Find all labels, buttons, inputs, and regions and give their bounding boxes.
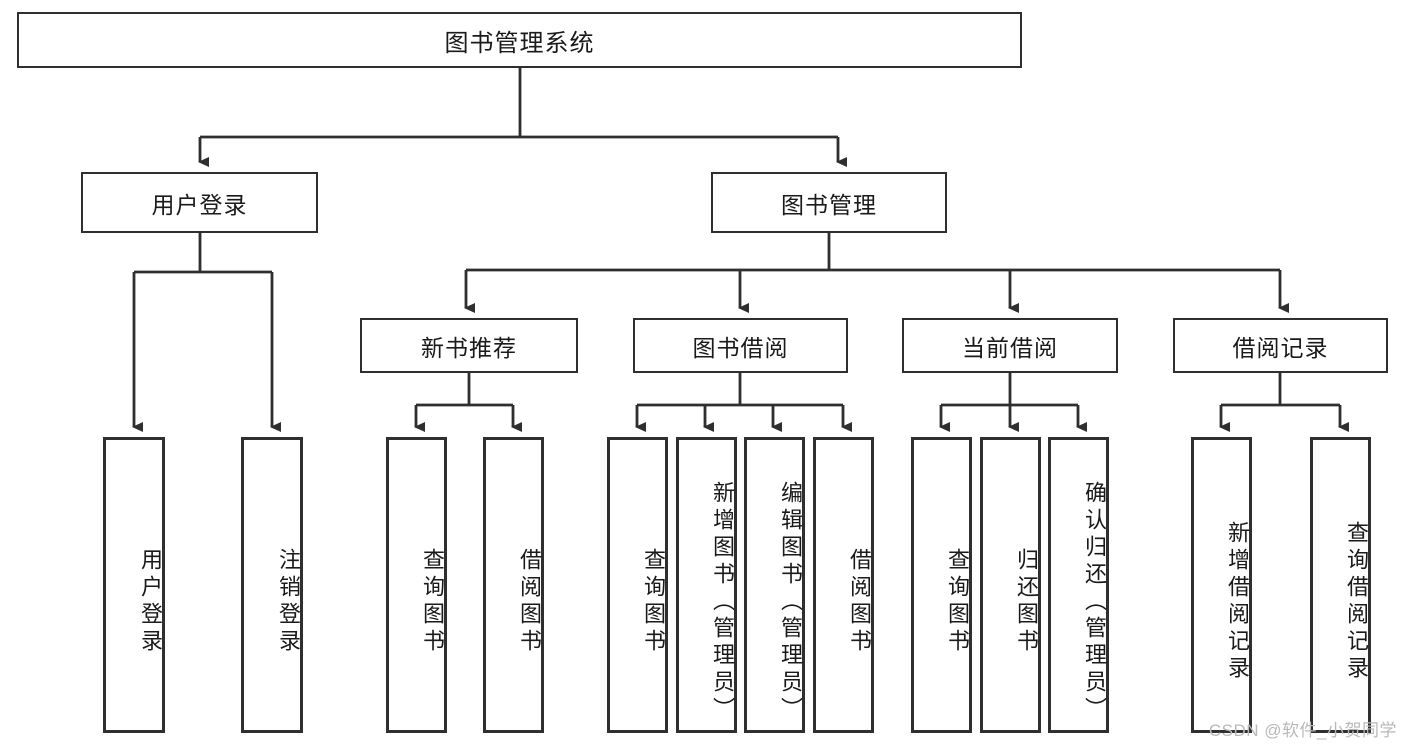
leaf-query-book-borrow[interactable]: 查询图书 — [607, 437, 668, 733]
leaf-add-borrow-record[interactable]: 新增借阅记录 — [1191, 437, 1252, 733]
leaf-confirm-return-admin[interactable]: 确认归还（管理员） — [1048, 437, 1109, 733]
node-borrow-records[interactable]: 借阅记录 — [1173, 318, 1388, 373]
leaf-query-book-current[interactable]: 查询图书 — [911, 437, 972, 733]
leaf-borrow-book-new[interactable]: 借阅图书 — [483, 437, 544, 733]
node-book-borrow[interactable]: 图书借阅 — [633, 318, 848, 373]
node-new-book-recommend[interactable]: 新书推荐 — [360, 318, 578, 373]
watermark-label: CSDN @软件_小贺同学 — [1208, 721, 1397, 740]
leaf-user-login[interactable]: 用户登录 — [103, 437, 165, 733]
node-root-system[interactable]: 图书管理系统 — [17, 12, 1022, 68]
leaf-query-book-new[interactable]: 查询图书 — [386, 437, 447, 733]
leaf-logout[interactable]: 注销登录 — [241, 437, 303, 733]
leaf-borrow-book[interactable]: 借阅图书 — [813, 437, 874, 733]
leaf-query-borrow-record[interactable]: 查询借阅记录 — [1310, 437, 1371, 733]
node-book-management[interactable]: 图书管理 — [711, 172, 947, 233]
leaf-return-book[interactable]: 归还图书 — [980, 437, 1041, 733]
leaf-edit-book-admin[interactable]: 编辑图书（管理员） — [744, 437, 805, 733]
node-user-login[interactable]: 用户登录 — [81, 172, 318, 233]
leaf-add-book-admin[interactable]: 新增图书（管理员） — [676, 437, 737, 733]
node-current-borrow[interactable]: 当前借阅 — [902, 318, 1118, 373]
